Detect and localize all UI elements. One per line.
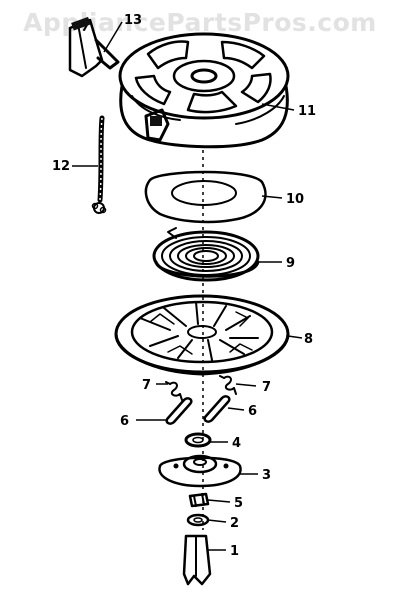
- callout-12: 12: [52, 159, 70, 174]
- handle-part: [68, 16, 120, 78]
- callout-7-left: 7: [142, 378, 151, 393]
- washer-part: [186, 513, 210, 527]
- nut-part: [188, 492, 210, 508]
- callout-6-left: 6: [120, 414, 129, 429]
- callout-3: 3: [262, 468, 271, 483]
- pawl-left: [165, 397, 193, 425]
- callout-10: 10: [286, 192, 304, 207]
- pulley-part: [114, 294, 290, 376]
- spring-part: [152, 227, 260, 282]
- small-spring-left: [165, 381, 183, 401]
- housing-part: [118, 32, 290, 149]
- callout-5: 5: [234, 496, 243, 511]
- rope-part: [91, 115, 107, 214]
- callout-1: 1: [230, 544, 239, 559]
- leader-lines: [72, 21, 303, 551]
- callout-11: 11: [298, 104, 316, 119]
- callout-6-right: 6: [248, 404, 257, 419]
- small-washer-part: [184, 432, 212, 448]
- callout-7-right: 7: [262, 380, 271, 395]
- bolt-part: [182, 534, 212, 586]
- small-spring-right: [219, 375, 237, 395]
- callout-2: 2: [230, 516, 239, 531]
- callout-8: 8: [304, 332, 313, 347]
- callout-9: 9: [286, 256, 295, 271]
- callout-4: 4: [232, 436, 241, 451]
- retainer-part: [158, 454, 242, 488]
- callout-13: 13: [124, 13, 142, 28]
- washer-plate-part: [144, 170, 267, 224]
- pawl-right: [203, 395, 231, 423]
